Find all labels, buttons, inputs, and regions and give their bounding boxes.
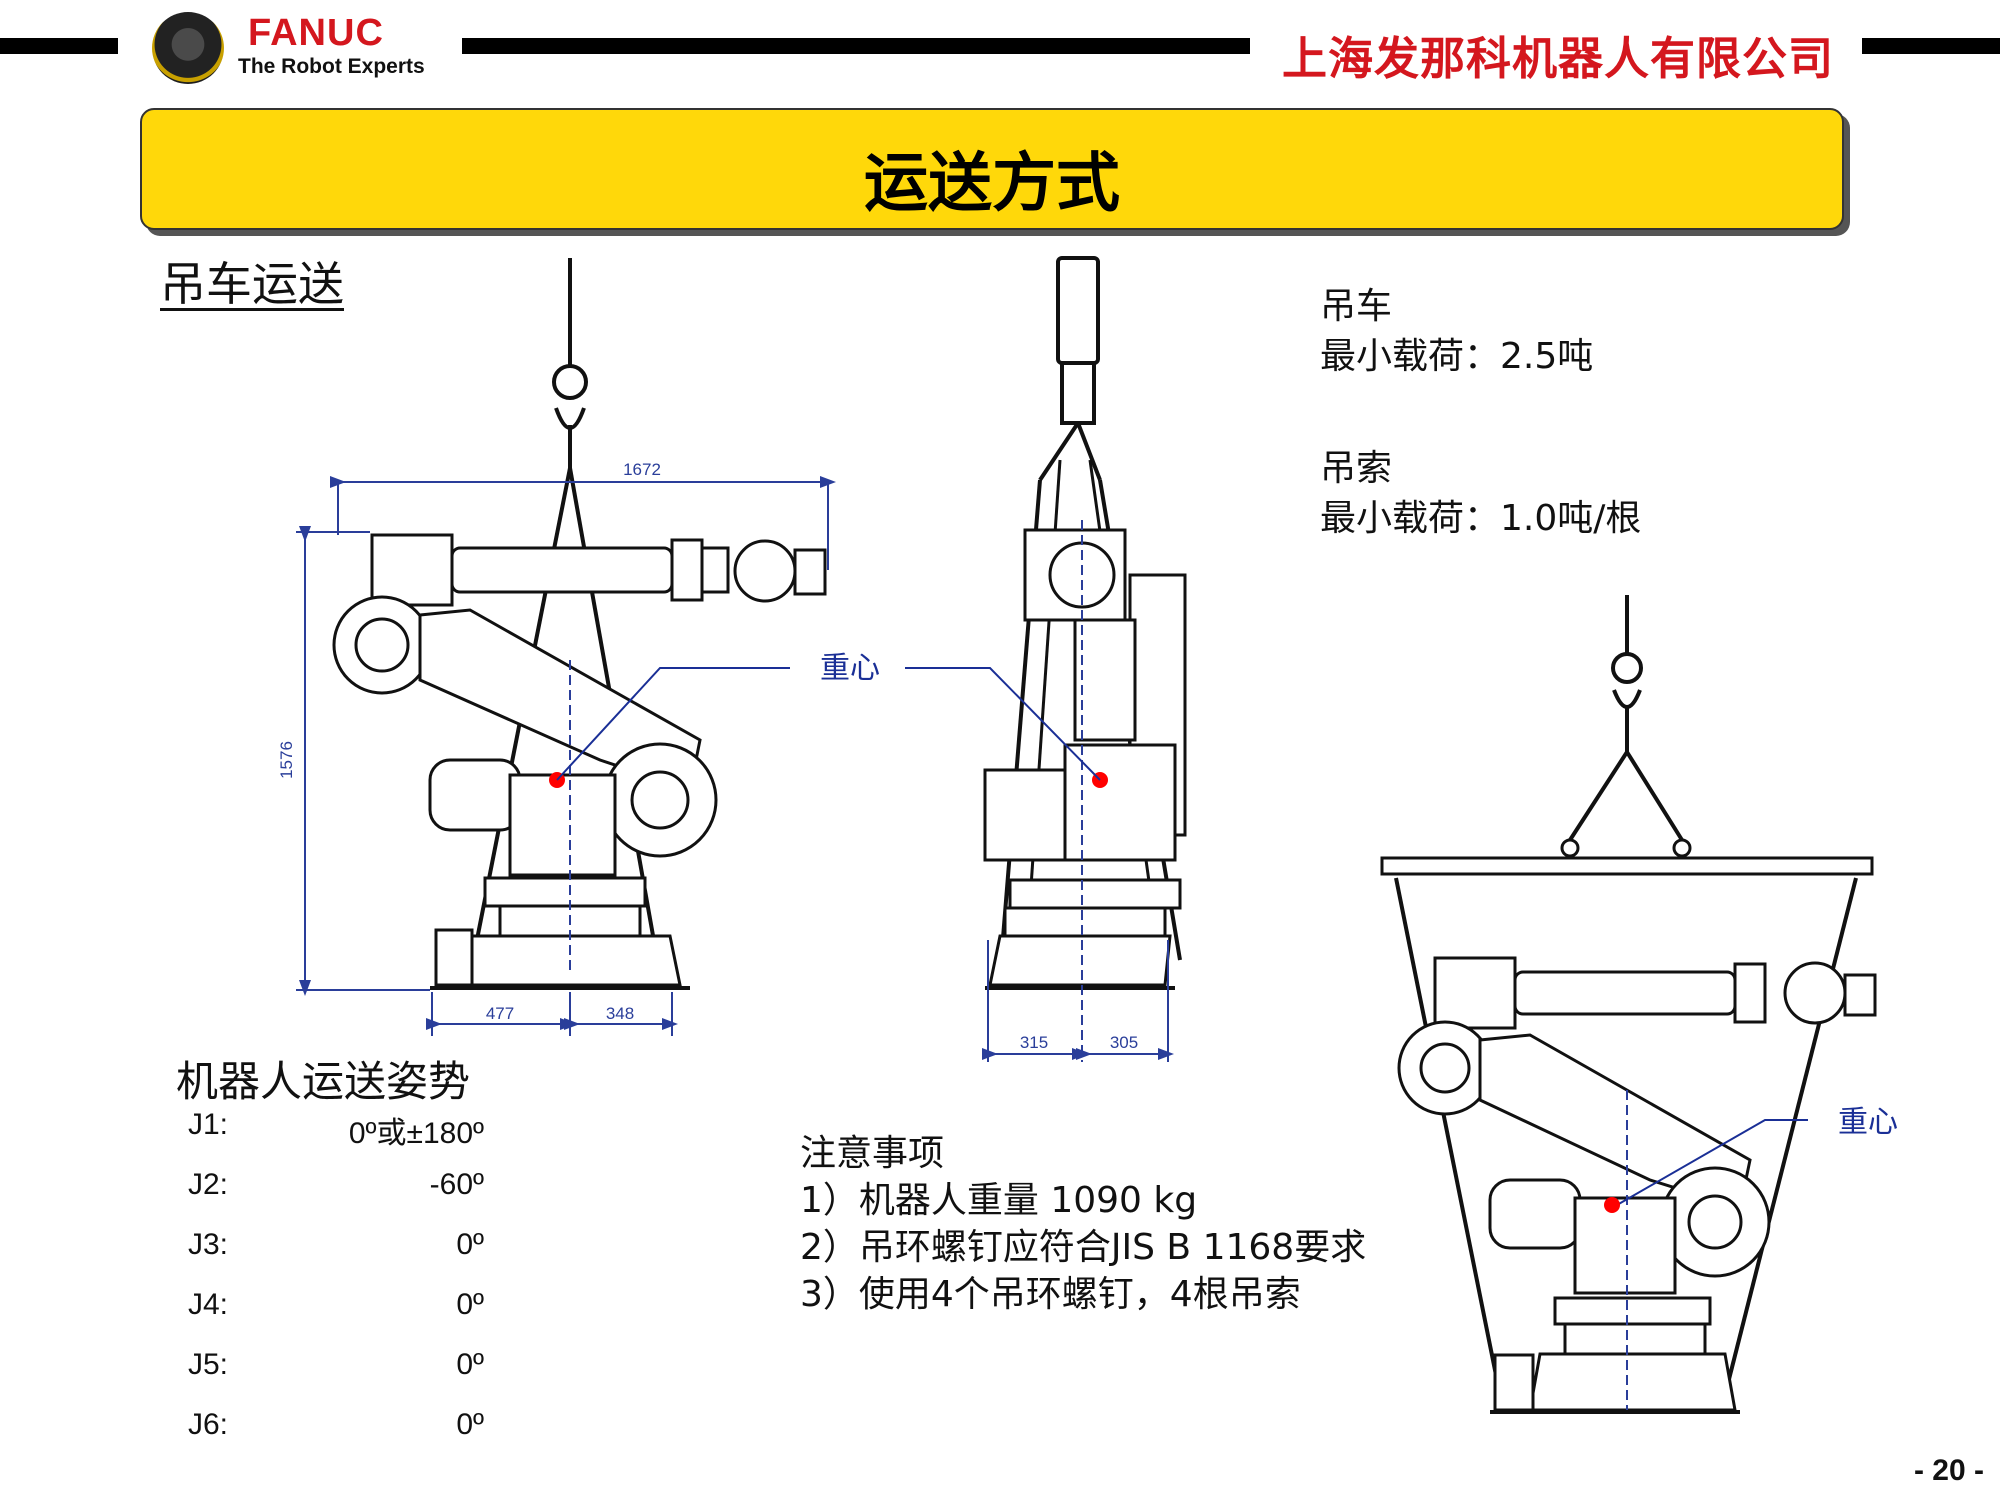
frame-cg-marker (1604, 1197, 1620, 1213)
joint-value: 0º (456, 1288, 484, 1321)
joint-value: 0º (456, 1348, 484, 1381)
joint-row: J4: 0º (188, 1288, 484, 1328)
notes-block: 注意事项 1）机器人重量 1090 kg 2）吊环螺钉应符合JIS B 1168… (800, 1130, 1366, 1318)
sling-min-load: 最小载荷：1.0吨/根 (1320, 498, 1642, 539)
title-banner: 运送方式 (140, 108, 1844, 230)
joint-name: J1: (188, 1108, 229, 1141)
cg-label-center: 重心 (820, 651, 880, 686)
joint-name: J2: (188, 1168, 229, 1201)
joint-name: J3: (188, 1228, 229, 1261)
notes-title: 注意事项 (800, 1133, 945, 1174)
side-view-robot (983, 256, 1187, 990)
joint-row: J2: -60º (188, 1168, 484, 1208)
fanuc-logo-emblem (152, 12, 224, 84)
header-rule-right (1862, 38, 2000, 54)
crane-label: 吊车 (1320, 286, 1393, 327)
side-view-dimensions (982, 520, 1174, 1062)
front-view-robot (332, 258, 827, 990)
crane-spec: 吊车 最小载荷：2.5吨 (1320, 282, 1593, 382)
frame-lift-robot (1380, 595, 1877, 1414)
joint-name: J6: (188, 1408, 229, 1441)
joint-value: 0º或±180º (348, 1117, 484, 1150)
note-item: 3）使用4个吊环螺钉，4根吊索 (800, 1274, 1301, 1315)
dim-front-base-right: 348 (606, 1004, 634, 1023)
note-item: 2）吊环螺钉应符合JIS B 1168要求 (800, 1227, 1367, 1268)
cg-label-right: 重心 (1838, 1105, 1898, 1140)
header-rule-middle (462, 38, 1250, 54)
company-name: 上海发那科机器人有限公司 (1282, 32, 1835, 85)
joint-row: J3: 0º (188, 1228, 484, 1268)
page-number: - 20 - (1913, 1454, 1984, 1487)
dim-side-base-left: 315 (1020, 1033, 1048, 1052)
dim-front-height: 1576 (277, 741, 296, 779)
page-title: 运送方式 (864, 147, 1120, 221)
section-title: 吊车运送 (160, 257, 344, 311)
note-item: 1）机器人重量 1090 kg (800, 1180, 1198, 1221)
sling-label: 吊索 (1320, 448, 1393, 489)
front-view-dimensions (296, 476, 836, 1036)
joint-name: J4: (188, 1288, 229, 1321)
cg-leader-lines (556, 667, 1101, 781)
joint-value: 0º (456, 1408, 484, 1441)
sling-spec: 吊索 最小载荷：1.0吨/根 (1320, 444, 1641, 544)
joint-row: J6: 0º (188, 1408, 484, 1448)
logo-text: FANUC (248, 12, 384, 54)
dim-front-base-left: 477 (486, 1004, 514, 1023)
logo-tagline: The Robot Experts (238, 55, 425, 78)
joint-value: -60º (429, 1168, 484, 1201)
frame-cg-leader (1616, 1119, 1808, 1206)
joint-row: J1: 0º或±180º (188, 1108, 484, 1150)
dim-front-width: 1672 (623, 460, 661, 479)
crane-min-load: 最小载荷：2.5吨 (1320, 336, 1594, 377)
joint-value: 0º (456, 1228, 484, 1261)
dim-side-base-right: 305 (1110, 1033, 1138, 1052)
header-rule-left (0, 38, 118, 54)
joint-row: J5: 0º (188, 1348, 484, 1388)
posture-title: 机器人运送姿势 (176, 1057, 471, 1106)
joint-name: J5: (188, 1348, 229, 1381)
